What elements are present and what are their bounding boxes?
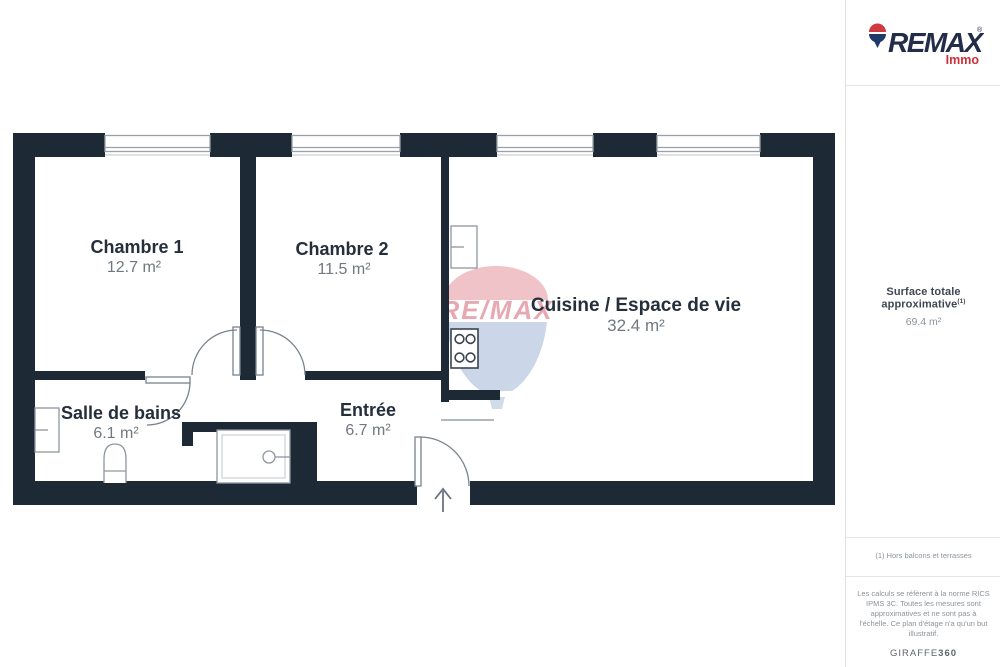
door-chambre1 (191, 326, 241, 376)
watermark-balloon-top (444, 266, 548, 300)
fixtures (34, 225, 479, 484)
window (656, 134, 761, 156)
doors (145, 326, 494, 512)
wall-hall-top (35, 371, 145, 380)
surface-total-text: Surface totale approximative (881, 286, 961, 311)
wall-right (813, 133, 835, 505)
info-sidebar: REMAX ® Immo Surface totale approximativ… (845, 0, 1000, 667)
room-name-label: Entrée (340, 400, 396, 420)
remax-logo-svg: REMAX ® Immo (867, 23, 986, 67)
room-area-label: 6.1 m² (93, 425, 139, 442)
wall-kitchen-stub (449, 390, 500, 400)
logo-sub-brand: Immo (945, 53, 979, 66)
window (104, 134, 211, 156)
legal-disclaimer: Les calculs se réfèrent à la norme RICS … (854, 589, 993, 639)
sidebar-divider (846, 537, 1000, 538)
room-name-label: Salle de bains (61, 403, 181, 423)
remax-logo: REMAX ® Immo (846, 10, 1000, 71)
sidebar-divider (846, 576, 1000, 577)
giraffe360-credit: GIRAFFE360 (846, 648, 1000, 659)
balloon-icon (867, 23, 887, 48)
wall-shower-top (182, 422, 317, 432)
surface-total-value: 69.4 m² (905, 315, 942, 328)
registered-mark: ® (977, 26, 983, 34)
total-surface-block: Surface totale approximative(1) 69.4 m² (846, 286, 1000, 328)
room-area-label: 32.4 m² (607, 316, 665, 335)
bathroom-sink (34, 407, 60, 453)
wall-chambre2-cuisine (441, 157, 449, 402)
room-name-label: Chambre 2 (295, 239, 388, 259)
surface-total-label: Surface totale approximative(1) (846, 286, 1000, 311)
floor-plan: RE/MAX (13, 133, 835, 512)
wall-top (210, 133, 292, 157)
door-entrance (414, 436, 470, 487)
wall-shower-stub (182, 422, 193, 446)
balcony-footnote: (1) Hors balcons et terrasses (875, 551, 972, 560)
room-name-label: Cuisine / Espace de vie (531, 295, 741, 316)
legal-line: approximatives et ne sont pas à (870, 609, 977, 618)
sidebar-divider (846, 85, 1000, 86)
windows (104, 134, 761, 156)
giraffe-brand: GIRAFFE (889, 648, 939, 659)
legal-line: IPMS 3C. Toutes les mesures sont (866, 599, 981, 608)
logo-wordmark: REMAX (888, 27, 984, 58)
door-bathroom (145, 376, 191, 426)
walls (13, 133, 835, 505)
wall-left (13, 133, 35, 505)
room-name-label: Chambre 1 (90, 237, 183, 257)
wall-between-chambres (240, 157, 256, 380)
room-area-label: 11.5 m² (317, 261, 371, 278)
entrance-arrow-icon (434, 487, 452, 512)
legal-line: Les calculs se réfèrent à la norme RICS (857, 589, 990, 598)
room-area-label: 6.7 m² (345, 422, 391, 439)
wall-top (593, 133, 657, 157)
wall-bottom (13, 481, 417, 505)
floor-plan-svg: RE/MAX (13, 133, 835, 512)
window (496, 134, 594, 156)
door-chambre2 (255, 326, 306, 376)
surface-footnote-ref: (1) (957, 298, 966, 305)
watermark-text: RE/MAX (440, 295, 553, 325)
stove (450, 328, 479, 369)
room-area-label: 12.7 m² (107, 259, 162, 276)
kitchen-sink (450, 225, 478, 269)
legal-line: illustratif. (908, 629, 939, 638)
wall-hall-top (305, 371, 441, 380)
legal-line: l'échelle. Ce plan d'étage n'a qu'un but (859, 619, 988, 628)
wall-top (400, 133, 497, 157)
wall-bottom (470, 481, 835, 505)
window (291, 134, 401, 156)
wall-shower-right (290, 422, 317, 483)
room-labels: Chambre 1 12.7 m² Chambre 2 11.5 m² Cuis… (61, 237, 741, 442)
toilet (103, 443, 127, 483)
shower (216, 429, 291, 484)
giraffe-number: 360 (938, 648, 958, 659)
